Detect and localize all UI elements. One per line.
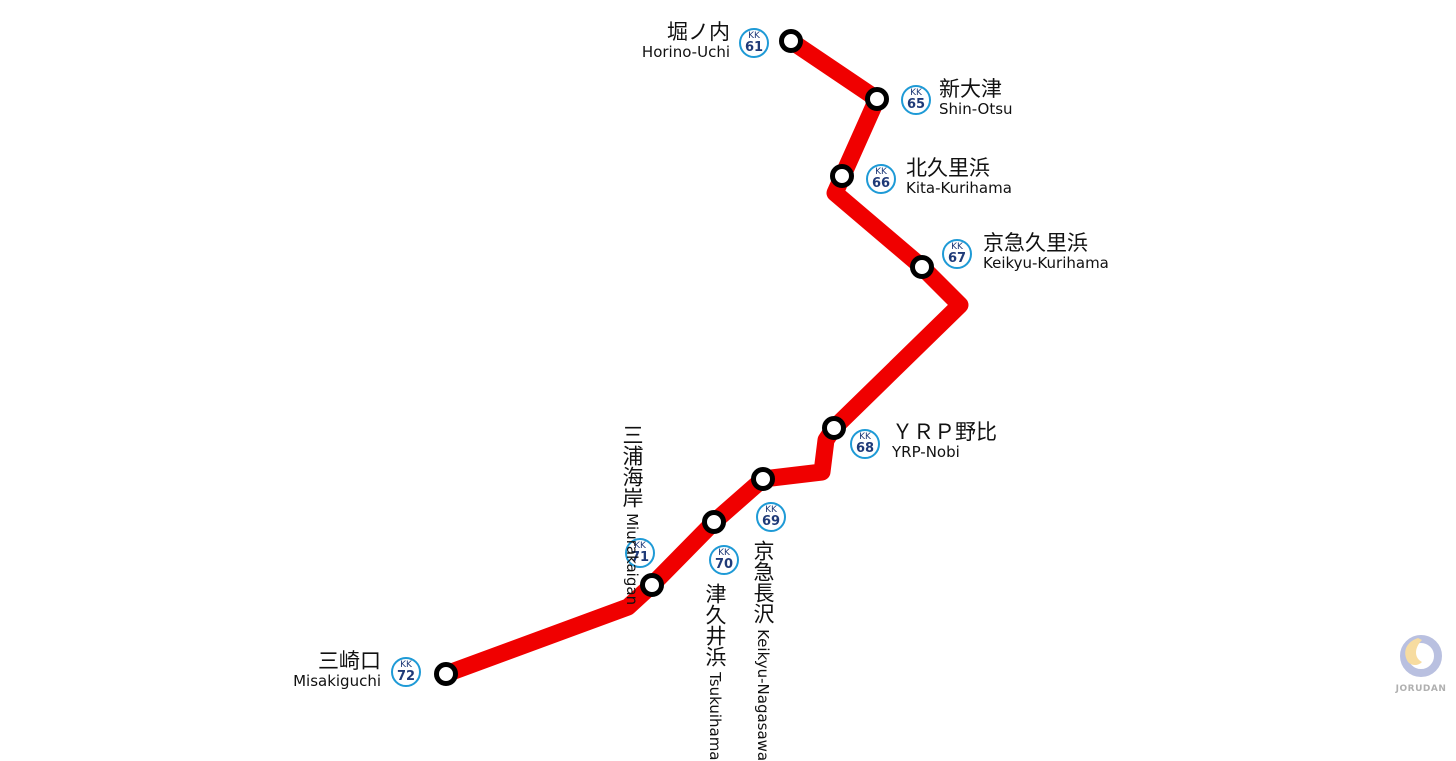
logo-text: JORUDAN [1395,684,1447,694]
line-code: KK [400,659,412,670]
line-code: KK [910,87,922,98]
station-number: 61 [744,39,764,55]
jorudan-logo-icon [1400,635,1442,677]
station-label-kk68[interactable]: ＹＲＰ野比 YRP-Nobi [892,422,997,460]
station-name-ja: ＹＲＰ野比 [892,420,997,444]
station-name-en: YRP-Nobi [892,443,960,461]
line-keikyu-kurihama [437,32,969,683]
station-marker-kk65[interactable] [865,87,889,111]
line-code: KK [951,241,963,252]
station-number-badge-kk66: KK 66 [866,164,896,194]
station-label-kk71[interactable]: 三浦海岸 Miurakaigan [620,424,644,606]
station-label-kk65[interactable]: 新大津 Shin-Otsu [939,79,1013,117]
station-number: 69 [761,513,781,529]
station-marker-kk69[interactable] [751,467,775,491]
line-code: KK [859,431,871,442]
station-name-en: Miurakaigan [623,513,641,606]
station-number-badge-kk65: KK 65 [901,85,931,115]
station-number: 65 [906,96,926,112]
station-number-badge-kk71: KK 71 [625,538,655,568]
station-name-ja: 三崎口 [318,649,381,673]
line-code: KK [765,504,777,515]
station-name-ja: 三浦海岸 [620,424,644,508]
station-name-en: Tsukuihama [706,672,724,761]
station-label-kk66[interactable]: 北久里浜 Kita-Kurihama [906,158,1012,196]
station-name-en: Keikyu-Nagasawa [754,629,772,761]
station-name-ja: 京急長沢 [751,540,775,624]
station-number: 71 [630,549,650,565]
station-number-badge-kk61: KK 61 [739,28,769,58]
station-number-badge-kk70: KK 70 [709,545,739,575]
station-label-kk72[interactable]: 三崎口 Misakiguchi [293,651,381,689]
station-marker-kk70[interactable] [702,510,726,534]
station-label-kk67[interactable]: 京急久里浜 Keikyu-Kurihama [983,233,1109,271]
station-name-ja: 堀ノ内 [667,20,730,44]
station-number: 70 [714,556,734,572]
station-number: 66 [871,175,891,191]
station-marker-kk67[interactable] [910,255,934,279]
station-number: 67 [947,250,967,266]
station-label-kk61[interactable]: 堀ノ内 Horino-Uchi [642,22,730,60]
line-code: KK [718,547,730,558]
station-name-en: Kita-Kurihama [906,179,1012,197]
station-marker-kk61[interactable] [779,29,803,53]
line-code: KK [875,166,887,177]
station-number: 68 [855,440,875,456]
station-label-kk69[interactable]: 京急長沢 Keikyu-Nagasawa [751,540,775,761]
station-marker-kk66[interactable] [830,164,854,188]
station-name-ja: 北久里浜 [906,156,990,180]
jorudan-logo: JORUDAN [1388,632,1454,698]
station-number-badge-kk67: KK 67 [942,239,972,269]
station-marker-kk72[interactable] [434,662,458,686]
station-marker-kk68[interactable] [822,416,846,440]
line-code: KK [634,540,646,551]
station-name-en: Horino-Uchi [641,43,730,61]
station-name-ja: 津久井浜 [703,583,727,667]
station-name-en: Keikyu-Kurihama [983,254,1109,272]
station-name-ja: 京急久里浜 [983,231,1088,255]
station-number: 72 [396,668,416,684]
route-map [434,29,969,686]
station-label-kk70[interactable]: 津久井浜 Tsukuihama [703,583,727,761]
station-name-en: Shin-Otsu [939,100,1013,118]
station-name-en: Misakiguchi [293,672,381,690]
station-number-badge-kk69: KK 69 [756,502,786,532]
line-code: KK [748,30,760,41]
station-marker-kk71[interactable] [640,573,664,597]
station-number-badge-kk72: KK 72 [391,657,421,687]
station-number-badge-kk68: KK 68 [850,429,880,459]
station-name-ja: 新大津 [939,77,1002,101]
